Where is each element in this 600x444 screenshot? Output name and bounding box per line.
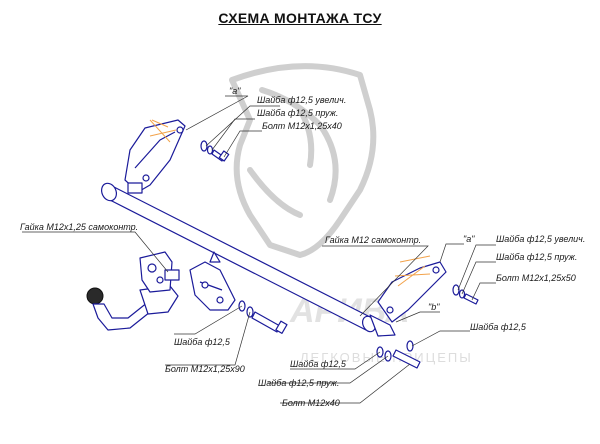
ref-a-left-label: "а" [229,86,241,96]
right-bolt-label: Болт М12х1,25х50 [496,273,576,283]
middle-fastener-group [238,300,288,334]
left-bracket [124,119,186,194]
bolt-bottom-label: Болт М12х40 [282,398,340,408]
left-bolt-label: Болт М12х1,25х40 [262,121,342,131]
crossbar-tube [101,182,377,333]
diagram-title: СХЕМА МОНТАЖА ТСУ [218,10,382,26]
left-washer-spring-label: Шайба ф12,5 пруж. [257,108,338,118]
nut-self-locking-left-label: Гайка М12х1,25 самоконтр. [20,222,138,232]
ref-a-right-label: "а" [463,234,475,244]
leader-lines [22,95,496,404]
nut-self-locking-mid-label: Гайка М12 самоконтр. [325,235,421,245]
washer-mid-left-label: Шайба ф12,5 [174,337,231,347]
washer-right-label: Шайба ф12,5 [470,322,527,332]
middle-bracket [189,251,236,311]
washer-bottom-label: Шайба ф12,5 [290,359,347,369]
bolt-mid-label: Болт М12х1,25х90 [165,364,245,374]
left-washer-large-label: Шайба ф12,5 увелич. [257,95,346,105]
right-washer-large-label: Шайба ф12,5 увелич. [496,234,585,244]
tow-ball-assembly [86,251,180,331]
washer-spring-bottom-label: Шайба ф12,5 пруж. [258,378,339,388]
left-fastener-group [200,140,230,162]
watermark-logo [229,63,377,258]
right-bracket [369,255,447,337]
right-washer-spring-label: Шайба ф12,5 пруж. [496,252,577,262]
ref-b-label: "b" [428,302,440,312]
